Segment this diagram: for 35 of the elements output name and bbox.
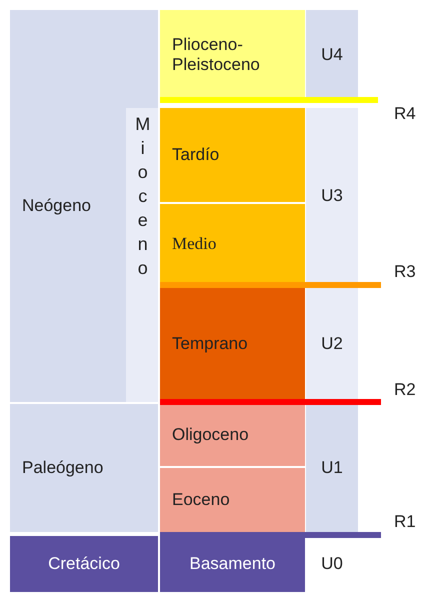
epoch-band — [160, 288, 305, 400]
epoch-band — [160, 108, 305, 202]
epoch-label: Mioceno — [132, 114, 153, 282]
unit-band — [306, 288, 358, 400]
era-label: Paleógeno — [22, 458, 104, 478]
era-label: Neógeno — [22, 196, 92, 216]
epoch-label: Temprano — [172, 334, 248, 354]
epoch-column — [126, 108, 158, 402]
epoch-band — [160, 468, 305, 532]
unit-band — [306, 108, 358, 284]
unit-label: U0 — [321, 554, 343, 574]
era-label: Cretácico — [48, 554, 120, 574]
unit-label: U1 — [321, 458, 343, 478]
epoch-label: Tardío — [172, 144, 220, 166]
epoch-label: Eoceno — [172, 490, 230, 510]
horizon-label: R4 — [394, 104, 416, 124]
epoch-label: Plioceno-Pleistoceno — [172, 34, 261, 76]
epoch-label: Basamento — [190, 554, 276, 574]
horizon-label: R3 — [394, 262, 416, 282]
unit-band — [306, 404, 358, 532]
unit-label: U2 — [321, 334, 343, 354]
era-column — [10, 536, 158, 592]
basement-band — [160, 536, 305, 592]
unit-label: U4 — [321, 44, 343, 66]
epoch-band — [160, 204, 305, 284]
epoch-band — [160, 404, 305, 466]
epoch-label: Oligoceno — [172, 424, 249, 446]
unit-label: U3 — [321, 186, 343, 206]
era-column — [10, 404, 158, 532]
horizon-label: R1 — [394, 512, 416, 532]
horizon-label: R2 — [394, 380, 416, 400]
unit-band — [306, 10, 358, 100]
epoch-band — [160, 10, 305, 100]
era-column — [10, 10, 158, 402]
epoch-label: Medio — [172, 234, 216, 254]
